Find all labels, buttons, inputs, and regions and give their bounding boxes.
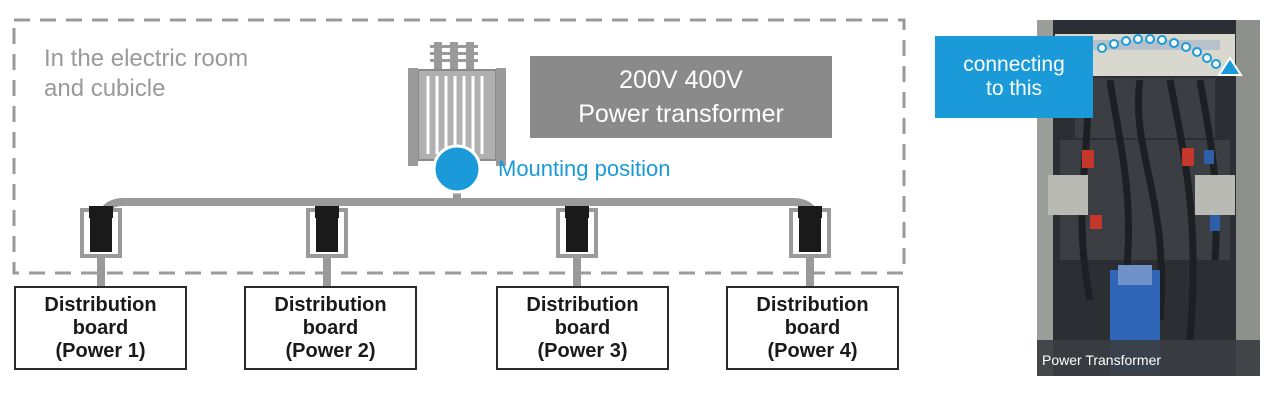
board-line3: (Power 4) bbox=[767, 339, 858, 362]
transformer-name: Power transformer bbox=[578, 100, 784, 128]
distribution-board-1: Distribution board (Power 1) bbox=[14, 286, 187, 370]
target-triangle-icon bbox=[1217, 56, 1243, 76]
mounting-position-marker bbox=[432, 144, 482, 194]
board-line1: Distribution bbox=[756, 293, 869, 316]
transformer-photo bbox=[1037, 20, 1260, 376]
callout-line2: to this bbox=[985, 77, 1043, 100]
board-line2: board bbox=[72, 316, 129, 339]
room-boundary bbox=[12, 18, 906, 275]
room-label: In the electric room and cubicle bbox=[44, 44, 248, 104]
photo-caption: Power Transformer bbox=[1042, 352, 1162, 368]
room-label-line1: In the electric room bbox=[44, 45, 249, 72]
board-line1: Distribution bbox=[44, 293, 157, 316]
transformer-voltage: 200V 400V bbox=[619, 66, 743, 94]
board-line3: (Power 2) bbox=[285, 339, 376, 362]
board-line1: Distribution bbox=[526, 293, 639, 316]
connecting-callout: connecting to this bbox=[935, 36, 1093, 118]
room-label-line2: and cubicle bbox=[44, 75, 166, 102]
distribution-board-3: Distribution board (Power 3) bbox=[496, 286, 669, 370]
distribution-board-2: Distribution board (Power 2) bbox=[244, 286, 417, 370]
distribution-board-4: Distribution board (Power 4) bbox=[726, 286, 899, 370]
callout-line1: connecting bbox=[963, 53, 1065, 76]
board-feeders bbox=[97, 252, 814, 288]
transformer-icon bbox=[408, 42, 506, 166]
transformer-banner: 200V 400V Power transformer bbox=[530, 56, 832, 138]
mounting-position-label: Mounting position bbox=[498, 156, 671, 181]
board-line2: board bbox=[554, 316, 611, 339]
board-line3: (Power 3) bbox=[537, 339, 628, 362]
board-line2: board bbox=[302, 316, 359, 339]
breaker-icon bbox=[306, 206, 348, 258]
breaker-icon bbox=[789, 206, 831, 258]
board-line3: (Power 1) bbox=[55, 339, 146, 362]
board-line1: Distribution bbox=[274, 293, 387, 316]
board-line2: board bbox=[784, 316, 841, 339]
breaker-icon bbox=[80, 206, 122, 258]
breaker-icon bbox=[556, 206, 598, 258]
